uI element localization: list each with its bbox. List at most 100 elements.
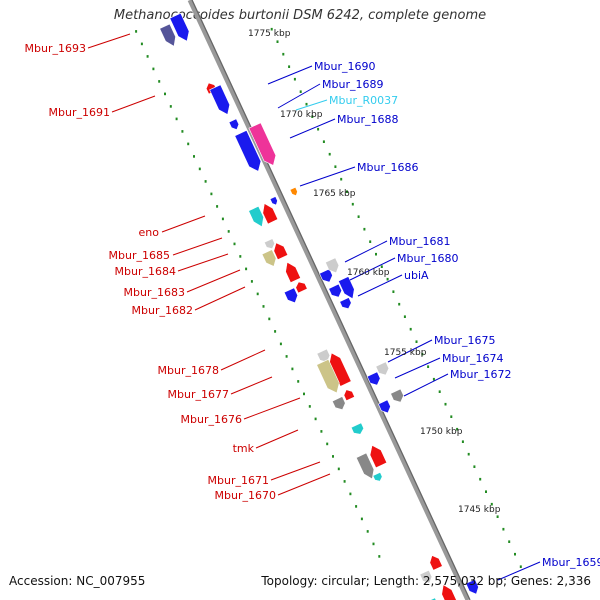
- gene-label-mbur-1691[interactable]: Mbur_1691: [49, 106, 110, 119]
- gene-feature[interactable]: [159, 23, 176, 47]
- gene-label-mbur-1688[interactable]: Mbur_1688: [337, 113, 398, 126]
- gene-label-mbur-r0037[interactable]: Mbur_R0037: [329, 94, 398, 107]
- gene-label-mbur-1693[interactable]: Mbur_1693: [25, 42, 86, 55]
- gene-feature[interactable]: [285, 261, 301, 283]
- track-dot: [334, 165, 337, 168]
- gene-feature[interactable]: [375, 361, 390, 376]
- gene-feature[interactable]: [429, 555, 443, 571]
- gene-label-mbur-1659[interactable]: Mbur_1659: [542, 556, 600, 569]
- gene-label-mbur-1683[interactable]: Mbur_1683: [124, 286, 185, 299]
- gene-label-mbur-1677[interactable]: Mbur_1677: [168, 388, 229, 401]
- track-dot: [473, 465, 476, 468]
- gene-label-mbur-1682[interactable]: Mbur_1682: [132, 304, 193, 317]
- gene-label-mbur-1675[interactable]: Mbur_1675: [434, 334, 495, 347]
- gene-feature[interactable]: [369, 444, 388, 469]
- track-dot: [270, 27, 273, 31]
- gene-label-eno[interactable]: eno: [139, 226, 160, 239]
- gene-feature[interactable]: [465, 578, 479, 595]
- gene-label-mbur-1690[interactable]: Mbur_1690: [314, 60, 375, 73]
- gene-feature[interactable]: [273, 242, 289, 261]
- gene-feature[interactable]: [248, 122, 277, 166]
- gene-feature[interactable]: [262, 203, 279, 225]
- track-dot: [380, 265, 383, 268]
- gene-feature[interactable]: [441, 584, 458, 600]
- gene-label-mbur-1670[interactable]: Mbur_1670: [215, 489, 276, 502]
- gene-label-mbur-1678[interactable]: Mbur_1678: [158, 364, 219, 377]
- gene-feature[interactable]: [269, 196, 278, 206]
- gene-feature[interactable]: [350, 422, 365, 435]
- gene-label-mbur-1689[interactable]: Mbur_1689: [322, 78, 383, 91]
- gene-feature[interactable]: [390, 388, 404, 403]
- track-dot: [386, 277, 389, 281]
- label-leader-line: [497, 561, 541, 581]
- gene-feature[interactable]: [316, 348, 331, 363]
- gene-feature[interactable]: [169, 12, 190, 42]
- gene-label-ubia[interactable]: ubiA: [404, 269, 429, 282]
- gene-feature[interactable]: [328, 283, 343, 298]
- track-dot: [456, 427, 459, 431]
- track-dot: [479, 477, 482, 481]
- gene-feature[interactable]: [234, 130, 262, 172]
- kbp-tick-1755: 1755 kbp: [384, 348, 427, 358]
- track-dot: [508, 540, 511, 543]
- track-dot: [210, 192, 213, 196]
- gene-feature[interactable]: [331, 396, 346, 411]
- gene-feature[interactable]: [426, 597, 439, 600]
- gene-label-mbur-1684[interactable]: Mbur_1684: [115, 265, 176, 278]
- gene-feature[interactable]: [283, 287, 299, 304]
- track-dot: [164, 92, 166, 96]
- gene-feature[interactable]: [366, 371, 381, 386]
- track-dot: [175, 117, 178, 121]
- tick-dots: [135, 27, 522, 568]
- gene-feature[interactable]: [263, 238, 276, 250]
- label-leader-line: [277, 83, 321, 109]
- label-leader-line: [255, 429, 299, 449]
- gene-feature[interactable]: [343, 389, 355, 402]
- track-dot: [432, 377, 435, 381]
- track-dot: [291, 367, 294, 371]
- track-dot: [427, 365, 430, 368]
- gene-feature[interactable]: [295, 281, 308, 294]
- gene-feature[interactable]: [209, 84, 231, 115]
- track-dot: [169, 105, 172, 108]
- gene-feature[interactable]: [338, 276, 355, 300]
- label-leader-line: [172, 237, 223, 256]
- gene-feature[interactable]: [289, 186, 298, 197]
- genome-stats: Topology: circular; Length: 2,575,032 bp…: [261, 574, 591, 588]
- track-dot: [519, 565, 522, 568]
- gene-label-mbur-1681[interactable]: Mbur_1681: [389, 235, 450, 248]
- track-dot: [514, 552, 516, 556]
- track-dot: [421, 352, 424, 356]
- track-dot: [135, 30, 138, 33]
- track-dot: [308, 405, 311, 408]
- gene-label-mbur-1672[interactable]: Mbur_1672: [450, 368, 511, 381]
- gene-feature[interactable]: [372, 471, 383, 482]
- gene-feature[interactable]: [339, 297, 352, 310]
- gene-feature[interactable]: [228, 118, 240, 130]
- gene-feature[interactable]: [325, 257, 340, 274]
- track-dot: [140, 42, 143, 46]
- gene-label-mbur-1671[interactable]: Mbur_1671: [208, 474, 269, 487]
- track-dot: [355, 505, 358, 508]
- label-leader-line: [289, 118, 336, 139]
- track-dot: [297, 380, 300, 383]
- gene-label-mbur-1676[interactable]: Mbur_1676: [181, 413, 242, 426]
- gene-label-mbur-1680[interactable]: Mbur_1680: [397, 252, 458, 265]
- track-dot: [496, 515, 499, 518]
- track-dot: [340, 177, 343, 181]
- kbp-tick-1770: 1770 kbp: [280, 110, 323, 120]
- gene-feature[interactable]: [316, 358, 340, 394]
- gene-feature[interactable]: [248, 205, 264, 228]
- gene-feature[interactable]: [378, 399, 391, 414]
- gene-label-mbur-1685[interactable]: Mbur_1685: [109, 249, 170, 262]
- gene-label-tmk[interactable]: tmk: [233, 442, 255, 455]
- gene-label-mbur-1674[interactable]: Mbur_1674: [442, 352, 503, 365]
- track-dot: [322, 140, 325, 143]
- gene-feature[interactable]: [419, 569, 433, 584]
- kbp-tick-1750: 1750 kbp: [420, 427, 463, 437]
- gene-label-mbur-1686[interactable]: Mbur_1686: [357, 161, 418, 174]
- gene-feature[interactable]: [319, 268, 333, 283]
- track-dot: [332, 455, 334, 458]
- gene-feature[interactable]: [355, 452, 375, 480]
- gene-feature[interactable]: [261, 249, 277, 267]
